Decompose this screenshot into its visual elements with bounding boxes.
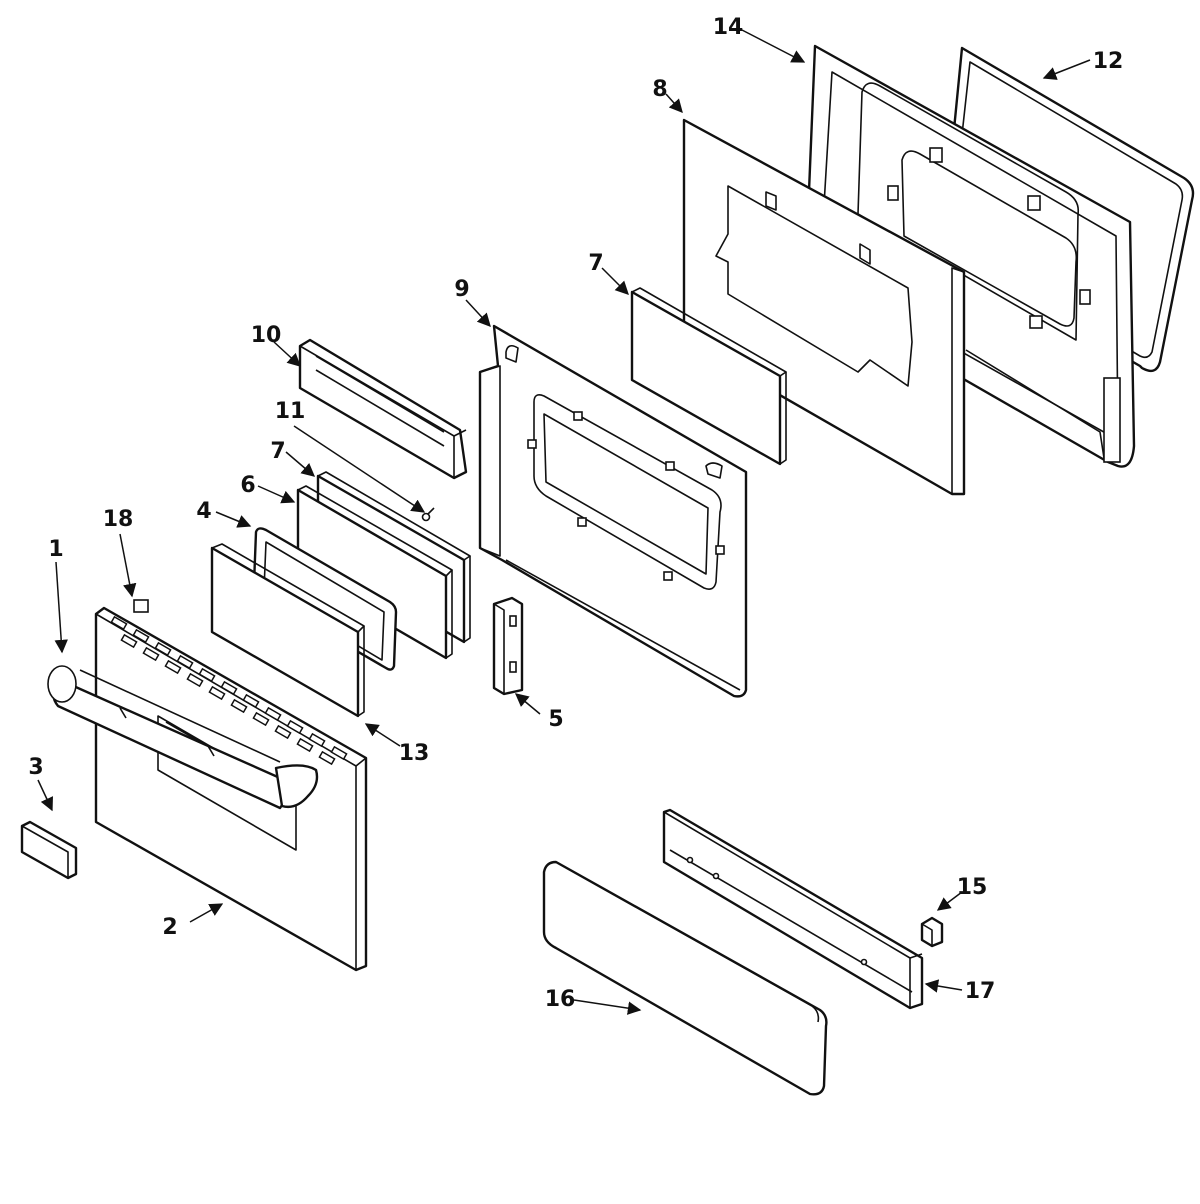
part-7-glass-pane-upper [630,287,787,466]
part-18-clip [133,599,149,613]
callout-7-lower: 7 [270,439,285,464]
part-17-drawer-rail [662,808,924,1010]
callout-12: 12 [1093,49,1124,74]
part-1-door-handle [47,665,319,810]
callout-18: 18 [103,507,134,532]
part-16-drawer-front [542,860,828,1096]
part-13-outer-glass [210,543,365,718]
callout-10: 10 [251,323,282,348]
callout-17: 17 [965,979,996,1004]
callout-9: 9 [454,277,469,302]
callout-7-upper: 7 [588,251,603,276]
callout-4: 4 [196,499,211,524]
part-5-hinge-receptacle [492,596,524,696]
callout-1: 1 [48,537,63,562]
callout-numbers: 1 2 3 4 5 6 7 7 8 9 10 11 12 13 14 15 16… [28,15,1123,1012]
callout-3: 3 [28,755,43,780]
part-10-top-vent-trim [298,338,468,480]
part-3-nameplate [20,820,78,880]
part-6-glass-pane [296,485,453,660]
part-14-inner-door-frame [803,44,1136,468]
part-9-inner-door-liner [478,324,748,698]
callout-16: 16 [545,987,576,1012]
part-2-outer-door [94,606,368,972]
callout-15: 15 [957,875,988,900]
callout-14: 14 [713,15,744,40]
callout-5: 5 [548,707,563,732]
part-8-door-panel [682,118,966,496]
part-11-screw [421,507,435,522]
callout-13: 13 [399,741,430,766]
part-15-drawer-stop [920,916,944,948]
callout-8: 8 [652,77,667,102]
callout-leaders [37,29,1091,1015]
callout-2: 2 [162,915,177,940]
door-vent-slots [110,615,348,766]
callout-6: 6 [240,473,255,498]
callout-11: 11 [275,399,306,424]
